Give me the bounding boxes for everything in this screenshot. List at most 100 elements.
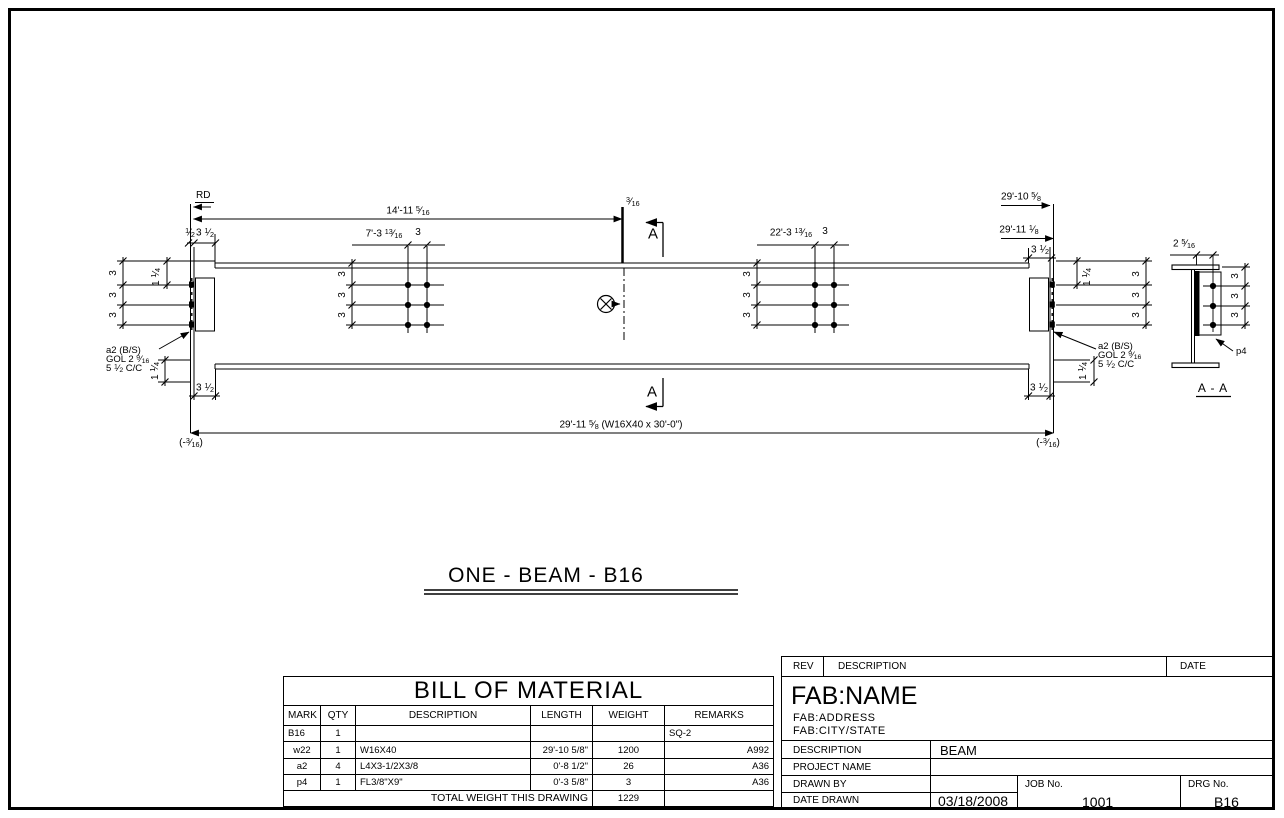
pitch-label: 3 [108, 270, 119, 276]
bolt-group-lines [346, 246, 849, 333]
dim-angle-leg-top-right: 3 1⁄2 [1030, 243, 1050, 257]
extension-lines [117, 234, 1152, 400]
pitch-label: 3 [108, 312, 119, 318]
section-cut-and-centerline [596, 207, 664, 411]
bom-cell-mark: p4 [283, 773, 321, 791]
bom-cell-qty: 1 [320, 725, 356, 743]
pitch-label: 3 [742, 271, 753, 277]
edge-distance-label: 1 1⁄4 [1080, 267, 1094, 287]
bom-cell-length: 29'-10 5/8" [530, 741, 593, 759]
bom-header-mark: MARK [283, 705, 321, 727]
bom-header-remarks: REMARKS [663, 705, 775, 727]
sheet-border [8, 8, 1275, 810]
worklines [190, 204, 1054, 433]
note-cc-right: 5 1⁄2 C/C [1098, 359, 1135, 371]
bom-cell-remarks: A36 [663, 757, 775, 775]
description-value: BEAM [940, 743, 977, 758]
tolerance-left: (-3⁄16) [179, 436, 203, 450]
rev-date-header: DATE [1180, 661, 1206, 672]
bom-title: BILL OF MATERIAL [282, 675, 775, 707]
dim-left-to-section: 14'-11 5⁄16 [386, 204, 430, 218]
bom-total-row: TOTAL WEIGHT THIS DRAWING 1229 [283, 789, 775, 808]
title-block: REV DESCRIPTION DATE FAB:NAME FAB:ADDRES… [781, 656, 1274, 810]
drawn-by-label: DRAWN BY [793, 779, 847, 790]
bom-row: B16 1 SQ-2 [283, 725, 775, 743]
bom-cell-weight: 26 [592, 757, 665, 775]
bom-total-label: TOTAL WEIGHT THIS DRAWING [283, 789, 593, 808]
bom-row: a2 4 L4X3-1/2X3/8 0'-8 1/2" 26 A36 [283, 757, 775, 775]
pitch-label: 3 [1131, 292, 1142, 298]
drg-no-label: DRG No. [1188, 779, 1229, 790]
note-gol-left: GOL 2 9⁄16 [106, 354, 150, 366]
note-cc-left: 5 1⁄2 C/C [106, 363, 143, 375]
section-aa-title: A - A [1197, 381, 1229, 395]
pitch-label: 3 [337, 271, 348, 277]
bom-cell-qty: 4 [320, 757, 356, 775]
pitch-label: 3 [742, 292, 753, 298]
dim-web-offset: 3⁄16 [626, 195, 640, 209]
dimension-lines [122, 202, 1246, 437]
dim-group1-pitch: 3 [415, 227, 421, 238]
dim-setback: 1⁄2 [185, 226, 195, 240]
bom-cell-qty: 1 [320, 741, 356, 759]
tolerance-right: (-3⁄16) [1036, 436, 1060, 450]
project-name-label: PROJECT NAME [793, 762, 872, 773]
rd-label: RD [196, 190, 211, 201]
bom-cell-remarks: A36 [663, 773, 775, 791]
pitch-label: 3 [1131, 271, 1142, 277]
bom-cell-description: W16X40 [355, 741, 531, 759]
drg-no-value: B16 [1214, 794, 1239, 810]
rev-header: REV [793, 661, 814, 672]
job-no-value: 1001 [1082, 794, 1114, 810]
dim-group2-position: 22'-3 13⁄16 [769, 226, 813, 240]
bom-cell-remarks: A992 [663, 741, 775, 759]
pitch-label: 3 [742, 312, 753, 318]
clip-angles [189, 277, 1055, 333]
job-no-label: JOB No. [1025, 779, 1063, 790]
dim-right-end: 29'-11 1⁄8 [999, 223, 1039, 237]
fab-address: FAB:ADDRESS [793, 712, 876, 724]
bom-cell-weight [592, 725, 665, 743]
description-label: DESCRIPTION [793, 745, 862, 756]
pitch-label: 3 [1230, 293, 1241, 299]
dim-group2-pitch: 3 [822, 226, 828, 237]
dim-angle-leg-bottom-right: 3 1⁄2 [1029, 381, 1049, 395]
bom-cell-description: L4X3-1/2X3/8 [355, 757, 531, 775]
pitch-label: 3 [1230, 312, 1241, 318]
fab-city-state: FAB:CITY/STATE [793, 725, 886, 737]
bom-cell-weight: 1200 [592, 741, 665, 759]
pitch-label: 3 [1230, 273, 1241, 279]
bom-header-weight: WEIGHT [592, 705, 665, 727]
bom-cell-mark: a2 [283, 757, 321, 775]
pitch-label: 3 [337, 292, 348, 298]
dim-section-gauge: 2 5⁄16 [1172, 237, 1196, 251]
title-underlines [424, 589, 738, 595]
bom-total-remarks-empty [663, 789, 775, 808]
bom-header-length: LENGTH [530, 705, 593, 727]
bom-cell-remarks: SQ-2 [663, 725, 775, 743]
bom-cell-mark: B16 [283, 725, 321, 743]
date-drawn-value: 03/18/2008 [938, 793, 1009, 809]
edge-distance-label: 1 1⁄4 [148, 361, 162, 381]
note-angle-mark-right: a2 (B/S) [1098, 341, 1133, 352]
bom-row: p4 1 FL3/8"X9" 0'-3 5/8" 3 A36 [283, 773, 775, 791]
dim-group1-position: 7'-3 13⁄16 [365, 227, 403, 241]
section-letter-top: A [647, 225, 659, 243]
dim-right-hole: 29'-10 5⁄8 [1001, 190, 1041, 204]
bom-cell-length [530, 725, 593, 743]
rev-description-header: DESCRIPTION [838, 661, 907, 672]
bill-of-material-table: BILL OF MATERIAL MARK QTY DESCRIPTION LE… [282, 675, 775, 808]
bom-cell-length: 0'-3 5/8" [530, 773, 593, 791]
bom-cell-description: FL3/8"X9" [355, 773, 531, 791]
plate-mark-label: p4 [1236, 346, 1247, 357]
bom-header-qty: QTY [320, 705, 356, 727]
fab-name: FAB:NAME [791, 682, 918, 710]
edge-distance-label: 1 1⁄4 [1076, 361, 1090, 381]
section-aa-view [1171, 255, 1250, 398]
bom-row: w22 1 W16X40 29'-10 5/8" 1200 A992 [283, 741, 775, 759]
bom-total-weight: 1229 [592, 789, 665, 808]
pitch-label: 3 [1131, 312, 1142, 318]
leader-lines [158, 331, 1234, 352]
